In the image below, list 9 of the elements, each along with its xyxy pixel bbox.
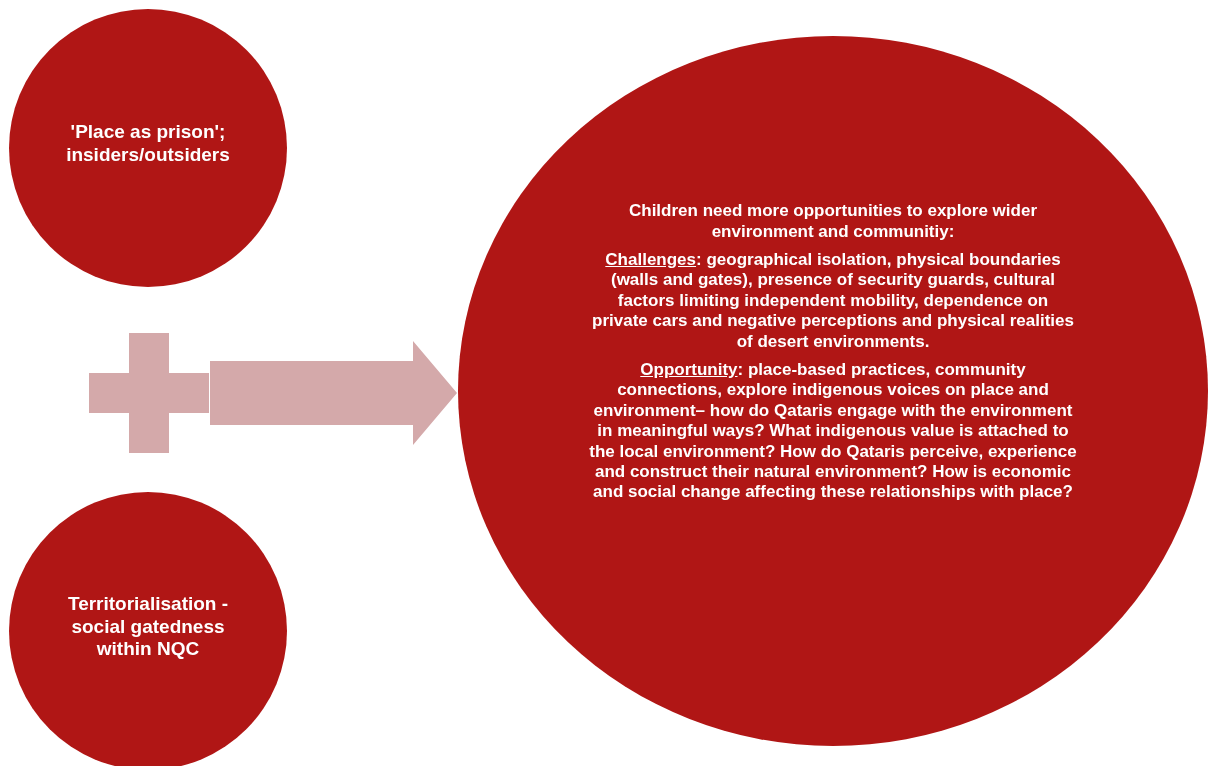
paragraph: Challenges: geographical isolation, physical boundaries (walls and gates), presence of security guards, cultural factors limiting independent mobility, dependence on private cars and negative perceptions and physical realities of desert environments. bbox=[591, 250, 1075, 352]
block-arrow bbox=[210, 341, 457, 445]
heading: Children need more opportunities to explore wider environment and communitiy: bbox=[627, 201, 1039, 243]
circle bbox=[9, 9, 287, 287]
paragraph: Opportunity: place-based practices, community connections, explore indigenous voices on place and environment– how do Qataris engage with the environment in meaningful ways? What indigenous value is attached to the local environment? How do Qataris perceive, experience and construct their natural environment? How is economic and social change affecting these relationships with place? bbox=[588, 360, 1078, 503]
circle bbox=[458, 36, 1208, 746]
heading: Territorialisation - social gatedness within NQC bbox=[66, 592, 230, 662]
plus-sign bbox=[89, 333, 209, 453]
heading: 'Place as prison'; insiders/outsiders bbox=[65, 121, 231, 167]
